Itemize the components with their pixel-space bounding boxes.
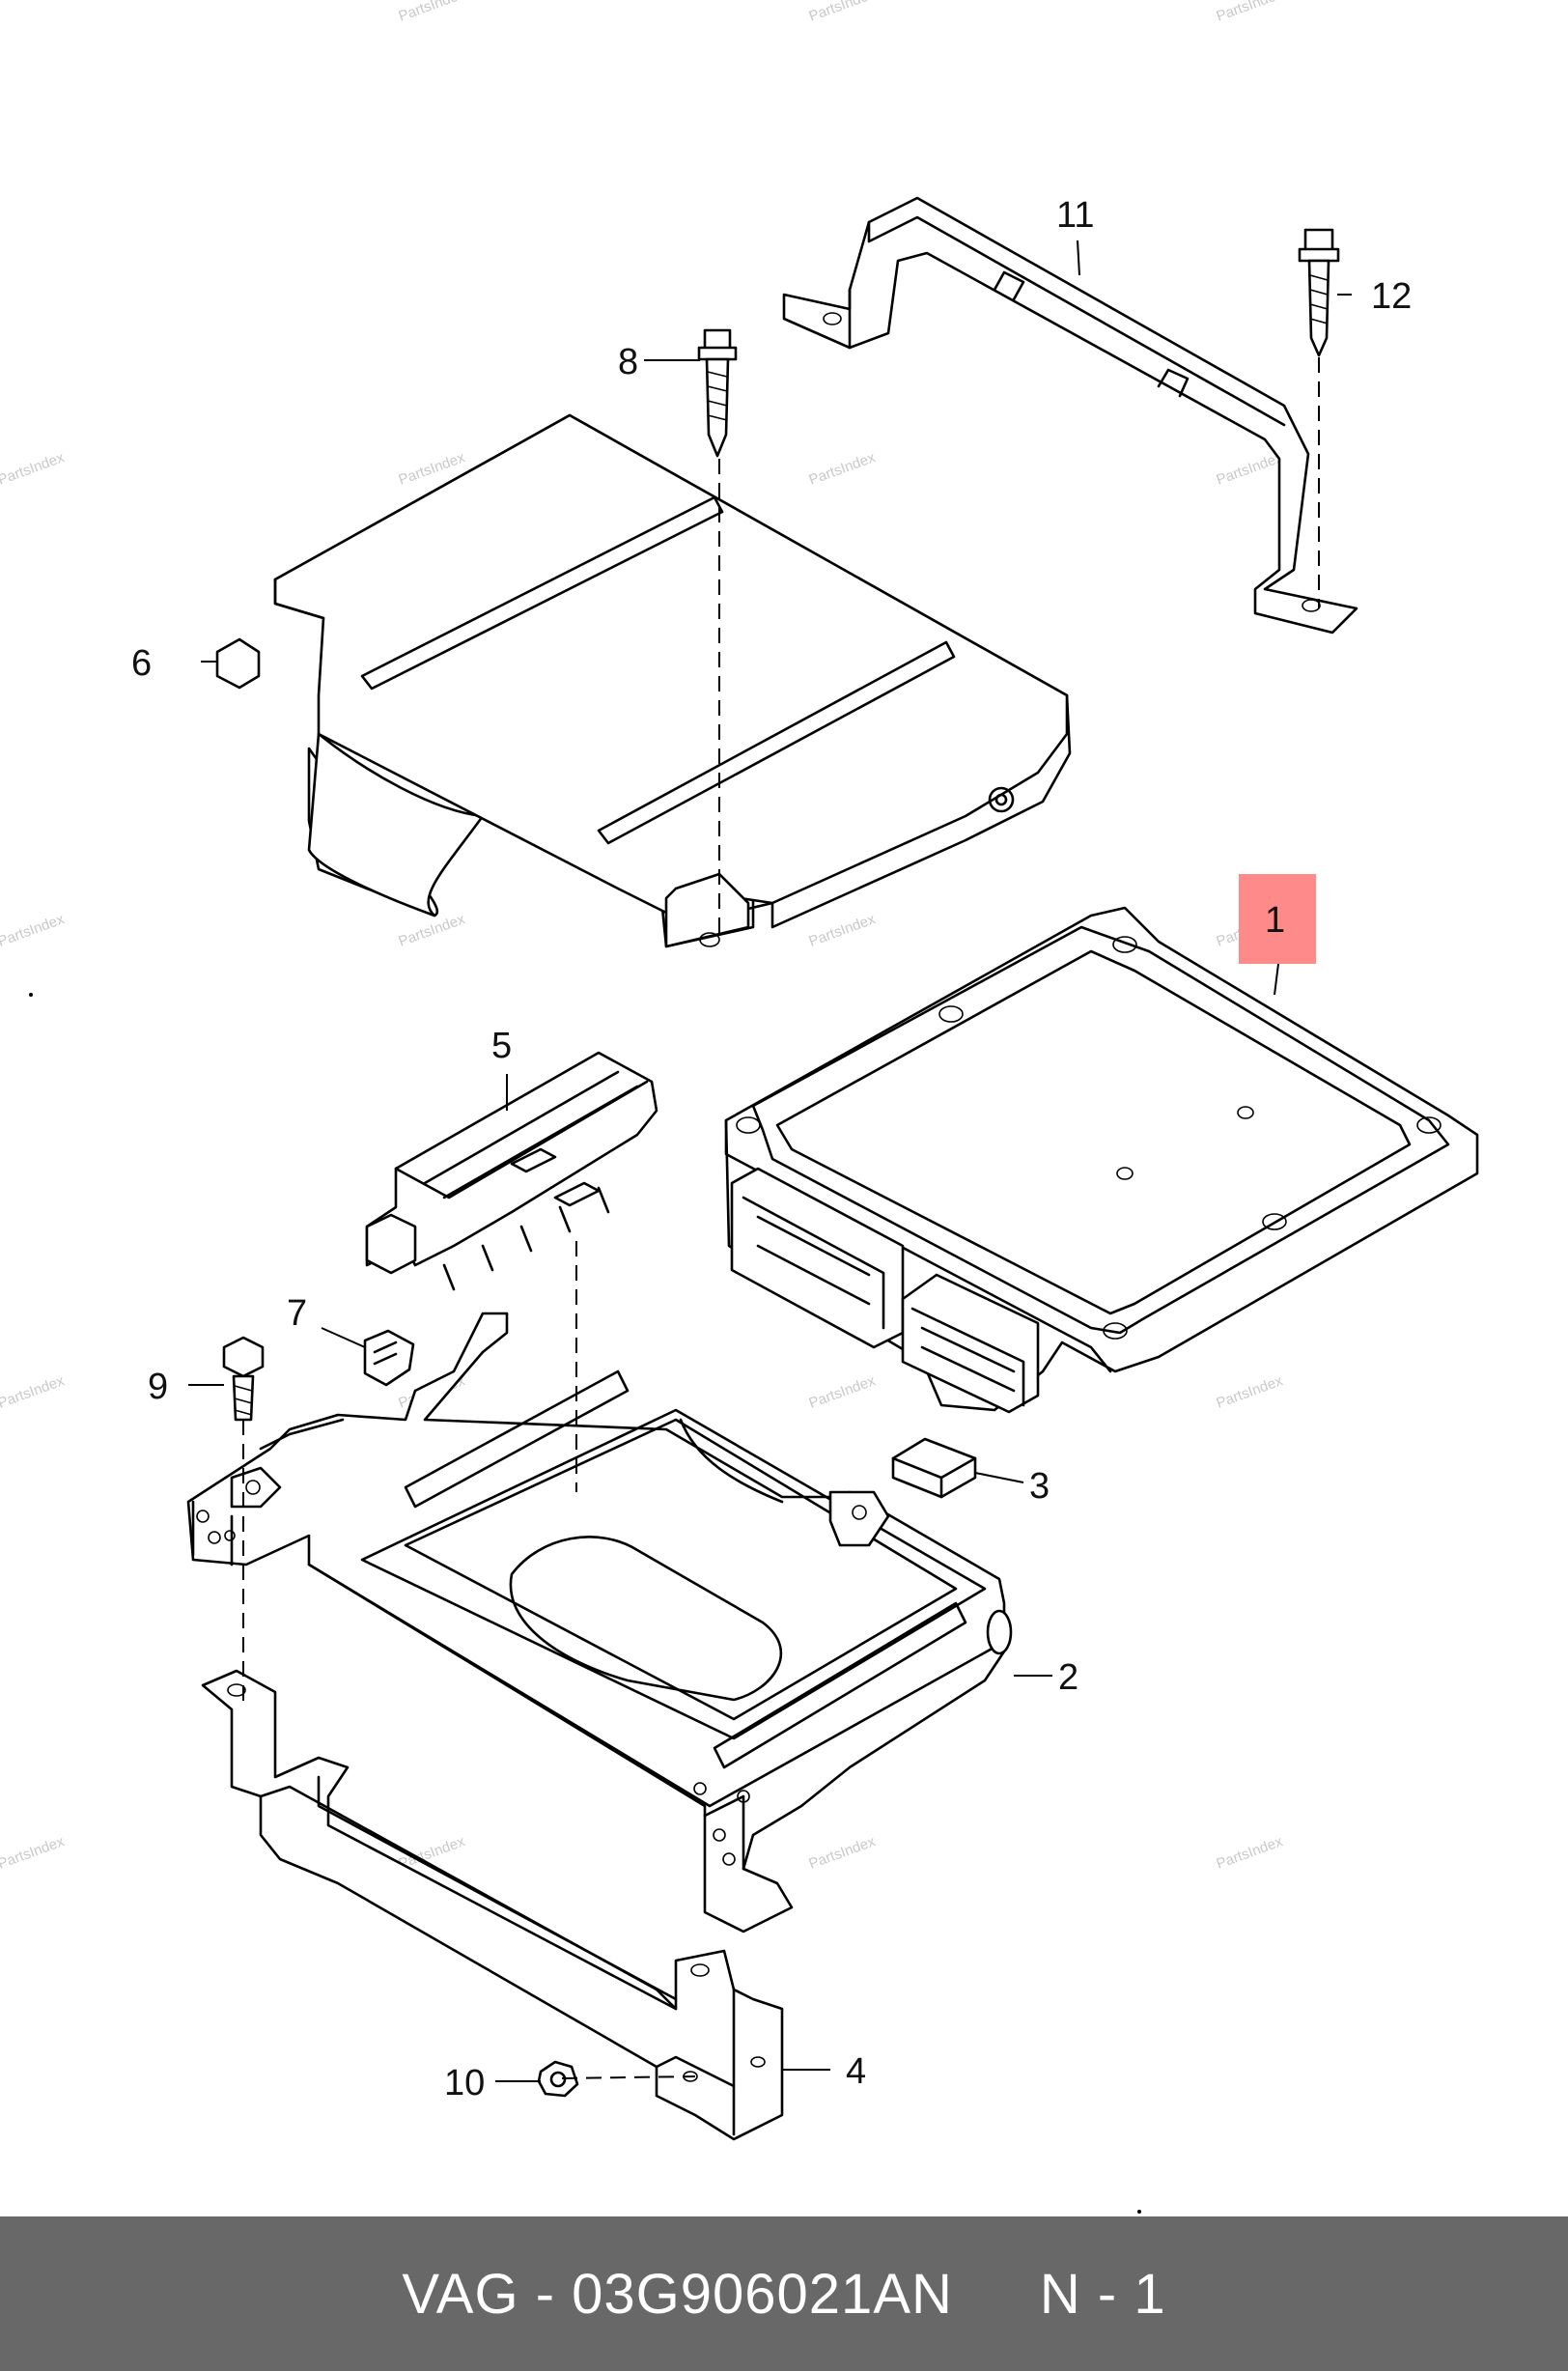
part-3-pad[interactable] — [891, 1437, 977, 1499]
part-12-bolt[interactable] — [1298, 228, 1340, 357]
callout-12[interactable]: 12 — [1371, 276, 1412, 317]
position-label: N - 1 — [1039, 2262, 1166, 2326]
watermark: PartsIndex — [1215, 0, 1286, 25]
callout-3[interactable]: 3 — [1029, 1466, 1050, 1507]
watermark: PartsIndex — [807, 1372, 879, 1412]
part-4-lower-bracket[interactable] — [201, 1669, 784, 2141]
part-1-ecu[interactable] — [724, 906, 1479, 1414]
callout-1-highlight — [1239, 874, 1316, 964]
part-6-cover[interactable] — [215, 413, 1072, 948]
callout-7[interactable]: 7 — [287, 1293, 307, 1334]
watermark: PartsIndex — [1215, 449, 1286, 489]
watermark: PartsIndex — [0, 1372, 67, 1412]
assembly-lines — [242, 357, 1320, 2079]
watermark: PartsIndex — [807, 911, 879, 950]
part-10-nut[interactable] — [537, 2060, 579, 2098]
watermark: PartsIndex — [0, 911, 67, 950]
part-number-label: VAG - 03G906021AN — [402, 2262, 953, 2326]
callout-1[interactable]: 1 — [1265, 900, 1285, 941]
watermark: PartsIndex — [807, 449, 879, 489]
part-9-bolt[interactable] — [222, 1336, 265, 1422]
callout-6[interactable]: 6 — [131, 643, 152, 684]
part-7-clip[interactable] — [363, 1329, 415, 1387]
part-11-upper-bracket[interactable] — [782, 196, 1358, 635]
watermark: PartsIndex — [1215, 1372, 1286, 1412]
stray-dot — [29, 993, 33, 997]
watermark: PartsIndex — [0, 1833, 67, 1873]
stray-dot — [1137, 2210, 1141, 2214]
callout-2[interactable]: 2 — [1058, 1657, 1078, 1698]
callout-10[interactable]: 10 — [444, 2063, 485, 2103]
watermark: PartsIndex — [397, 0, 468, 25]
watermark: PartsIndex — [807, 1833, 879, 1873]
part-number-footer: VAG - 03G906021AN N - 1 — [0, 2216, 1568, 2371]
watermark: PartsIndex — [0, 449, 67, 489]
leader-lines — [188, 240, 1352, 2082]
callouts: 1 2 3 4 5 6 7 8 9 10 11 12 — [131, 195, 1412, 2103]
callout-5[interactable]: 5 — [491, 1026, 512, 1066]
exploded-parts-diagram: PartsIndex PartsIndex PartsIndex PartsIn… — [0, 0, 1479, 2214]
callout-8[interactable]: 8 — [618, 342, 638, 382]
watermark: PartsIndex — [807, 0, 879, 25]
watermark: PartsIndex — [1215, 1833, 1286, 1873]
callout-4[interactable]: 4 — [846, 2051, 866, 2092]
watermark: PartsIndex — [397, 911, 468, 950]
part-8-bolt[interactable] — [697, 328, 738, 458]
part-5-connector[interactable] — [365, 1051, 658, 1291]
callout-11[interactable]: 11 — [1056, 195, 1094, 236]
callout-9[interactable]: 9 — [148, 1367, 168, 1407]
